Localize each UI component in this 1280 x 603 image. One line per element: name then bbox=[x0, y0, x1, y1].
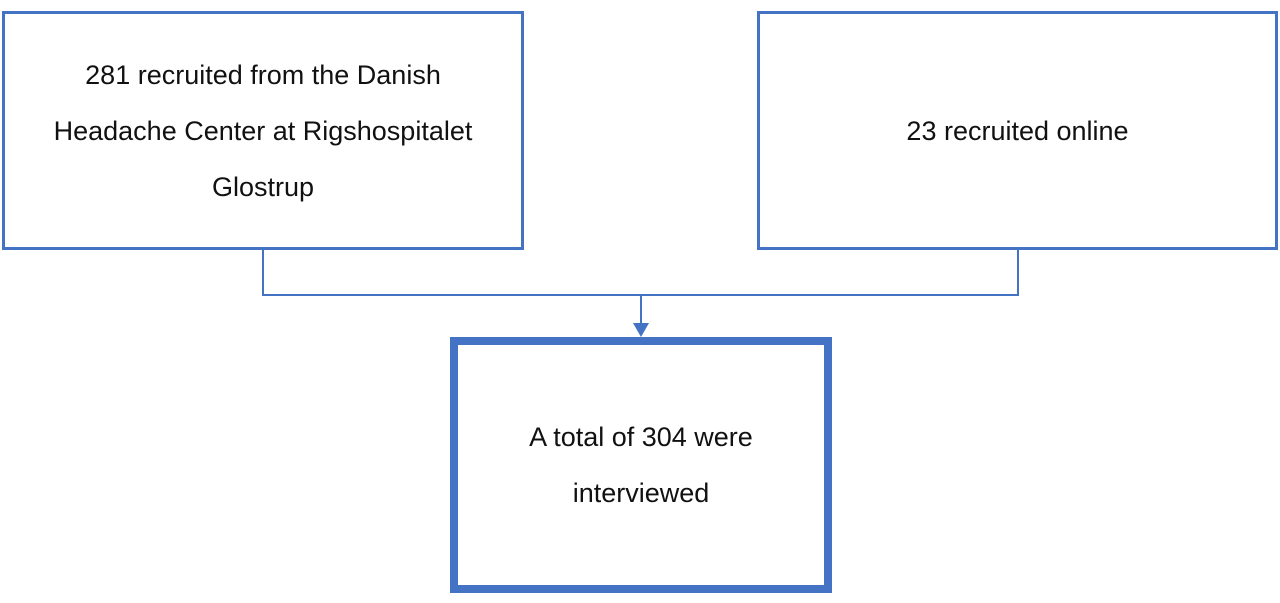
recruited-online-text: 23 recruited online bbox=[906, 115, 1129, 146]
arrowhead bbox=[633, 323, 649, 337]
total-interviewed-text: A total of 304 were interviewed bbox=[529, 422, 753, 508]
connector-left bbox=[262, 250, 641, 296]
recruited-online-box: 23 recruited online bbox=[757, 11, 1278, 250]
total-interviewed-box: A total of 304 were interviewed bbox=[450, 337, 832, 593]
recruited-danish-headache-center-text: 281 recruited from the Danish Headache C… bbox=[53, 59, 473, 202]
recruited-danish-headache-center-box: 281 recruited from the Danish Headache C… bbox=[2, 11, 524, 250]
connector-right bbox=[641, 250, 1019, 296]
